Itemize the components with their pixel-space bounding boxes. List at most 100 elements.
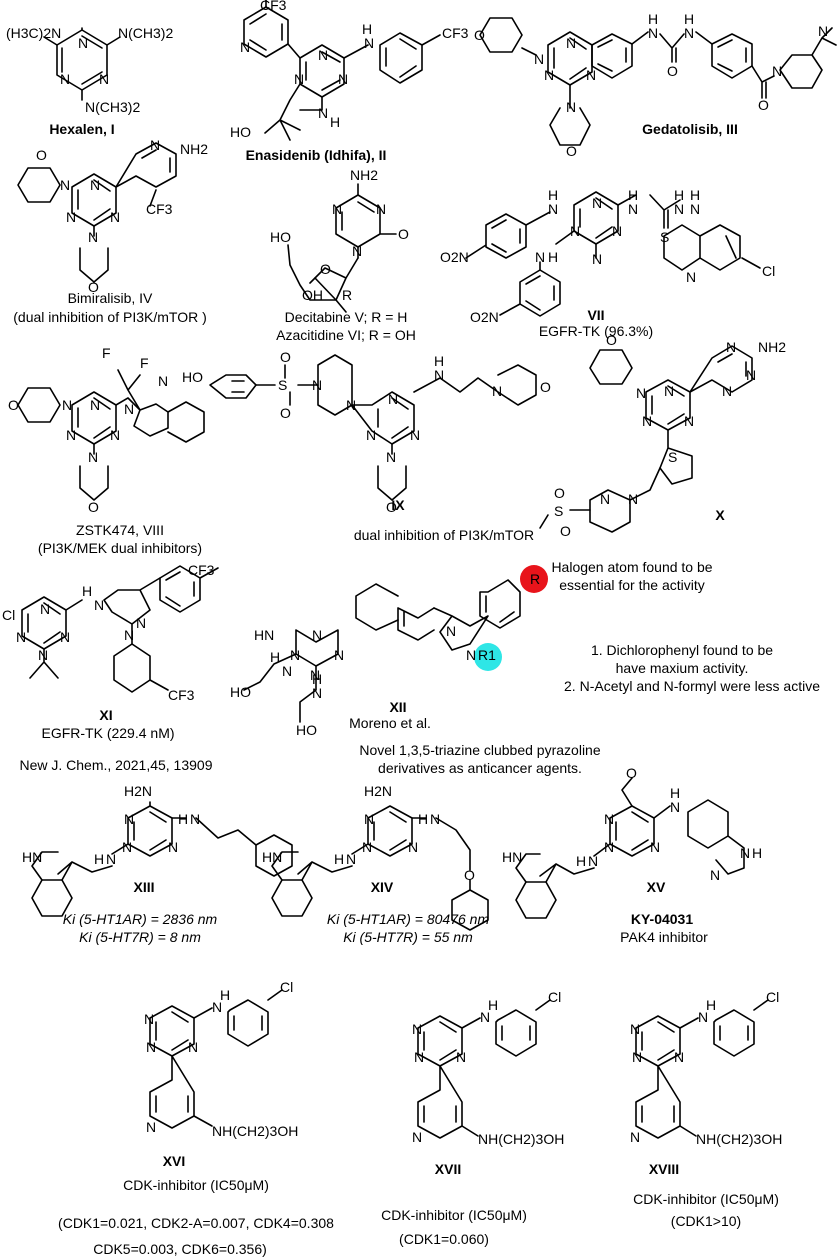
atom: N [346,851,356,867]
sar-note: 1. Dichlorophenyl found to be [591,642,773,658]
atom: H2N [124,783,152,799]
atom: HN [254,627,274,643]
halogen-note: essential for the activity [559,577,705,593]
caption: EGFR-TK (96.3%) [539,323,653,339]
atom: H [330,114,340,130]
atom: H [312,671,322,687]
atom: HN [262,849,282,865]
atom: N [604,811,614,827]
atom: S [278,377,287,393]
caption: XIV [371,879,394,895]
caption: (dual inhibition of PI3K/mTOR ) [13,309,207,325]
atom: N [94,597,104,613]
atom: N [684,413,694,429]
atom: H [94,851,104,867]
compound-X: O N N N N N NH2 N N S O S N O N X [539,332,786,539]
caption: dual inhibition of PI3K/mTOR [354,527,534,543]
atom: O [554,485,565,501]
atom: H [690,187,700,203]
atom: N [674,1049,684,1065]
atom: N [62,397,72,413]
r1-marker [474,643,502,671]
atom: NH2 [350,167,378,183]
caption: Ki (5-HT1AR) = 2836 nm [63,911,218,927]
atom: Cl [548,989,561,1005]
compound-XV: O N N N N H N H HN N H N XV KY-04031 PAK… [502,765,762,945]
compound-IV: O N N N N N NH2 CF3 N O Bimiralisib, IV … [13,137,208,325]
caption: CDK-inhibitor (IC50μM) [123,1177,269,1193]
atom: HN [502,849,522,865]
atom: N [38,647,48,663]
atom: N [90,397,100,413]
atom: N [136,615,146,631]
atom: O [626,765,637,781]
atom: N [535,249,545,265]
atom: NH2 [180,141,208,157]
atom: H [684,11,694,27]
atom: N [146,1119,156,1135]
atom: O2N [440,249,469,265]
atom: O [280,405,291,421]
caption: Ki (5-HT1AR) = 80476 nm [327,911,490,927]
atom: N [366,427,376,443]
atom: N [110,427,120,443]
atom: N [684,25,694,41]
atom: N [690,201,700,217]
atom: N [158,373,168,389]
atom: Cl [2,607,15,623]
atom: O [36,147,47,163]
atom: N [746,367,756,383]
atom: N [566,35,576,51]
atom: O [540,379,551,395]
atom: O [280,349,291,365]
atom: N [544,67,554,83]
atom: H [752,845,762,861]
caption: XVIII [649,1161,679,1177]
halogen-marker [520,565,548,593]
atom: CF3 [188,562,215,578]
atom: N [628,491,638,507]
atom: H [178,811,188,827]
atom: N [722,383,732,399]
atom: N [434,367,444,383]
atom: N [642,413,652,429]
caption: (CDK1=0.060) [399,1231,489,1247]
atom: H [648,11,658,27]
atom: N [686,269,696,285]
atom: N [124,401,134,417]
atom: N [636,385,646,401]
atom: N [588,853,598,869]
atom: NH(CH2)3OH [696,1131,782,1147]
compound-VII: H N N N H N H N N H O2N N N S N Cl N H O… [440,187,775,339]
caption: (CDK1=0.021, CDK2-A=0.007, CDK4=0.308 [58,1215,334,1231]
caption: Ki (5-HT7R) = 8 nm [79,929,201,945]
caption: XV [647,879,666,895]
atom: Cl [766,989,779,1005]
atom: N [674,201,684,217]
atom: H2N [364,783,392,799]
atom: N [726,339,736,355]
atom: N [456,1049,466,1065]
atom: N [150,137,160,153]
atom: N [88,449,98,465]
atom: N [628,201,638,217]
atom: N [408,839,418,855]
compound-XVIII: N N N N H Cl N NH(CH2)3OH XVIII CDK-inhi… [630,989,782,1229]
atom: CF3 [442,25,469,41]
atom: N [630,1129,640,1145]
caption: Hexalen, I [49,121,114,137]
atom: CF3 [168,687,195,703]
atom: N [446,623,456,639]
atom: H [674,187,684,203]
atom: O [474,27,485,43]
atom: N [670,799,680,815]
caption: ZSTK474, VIII [76,522,164,538]
atom: H [670,785,680,801]
caption: IX [391,497,405,513]
atom: H [548,249,558,265]
atom: N [332,201,342,217]
atom: S [554,503,563,519]
atom: N [60,71,70,87]
atom: H [362,21,372,37]
atom: R [530,571,540,587]
